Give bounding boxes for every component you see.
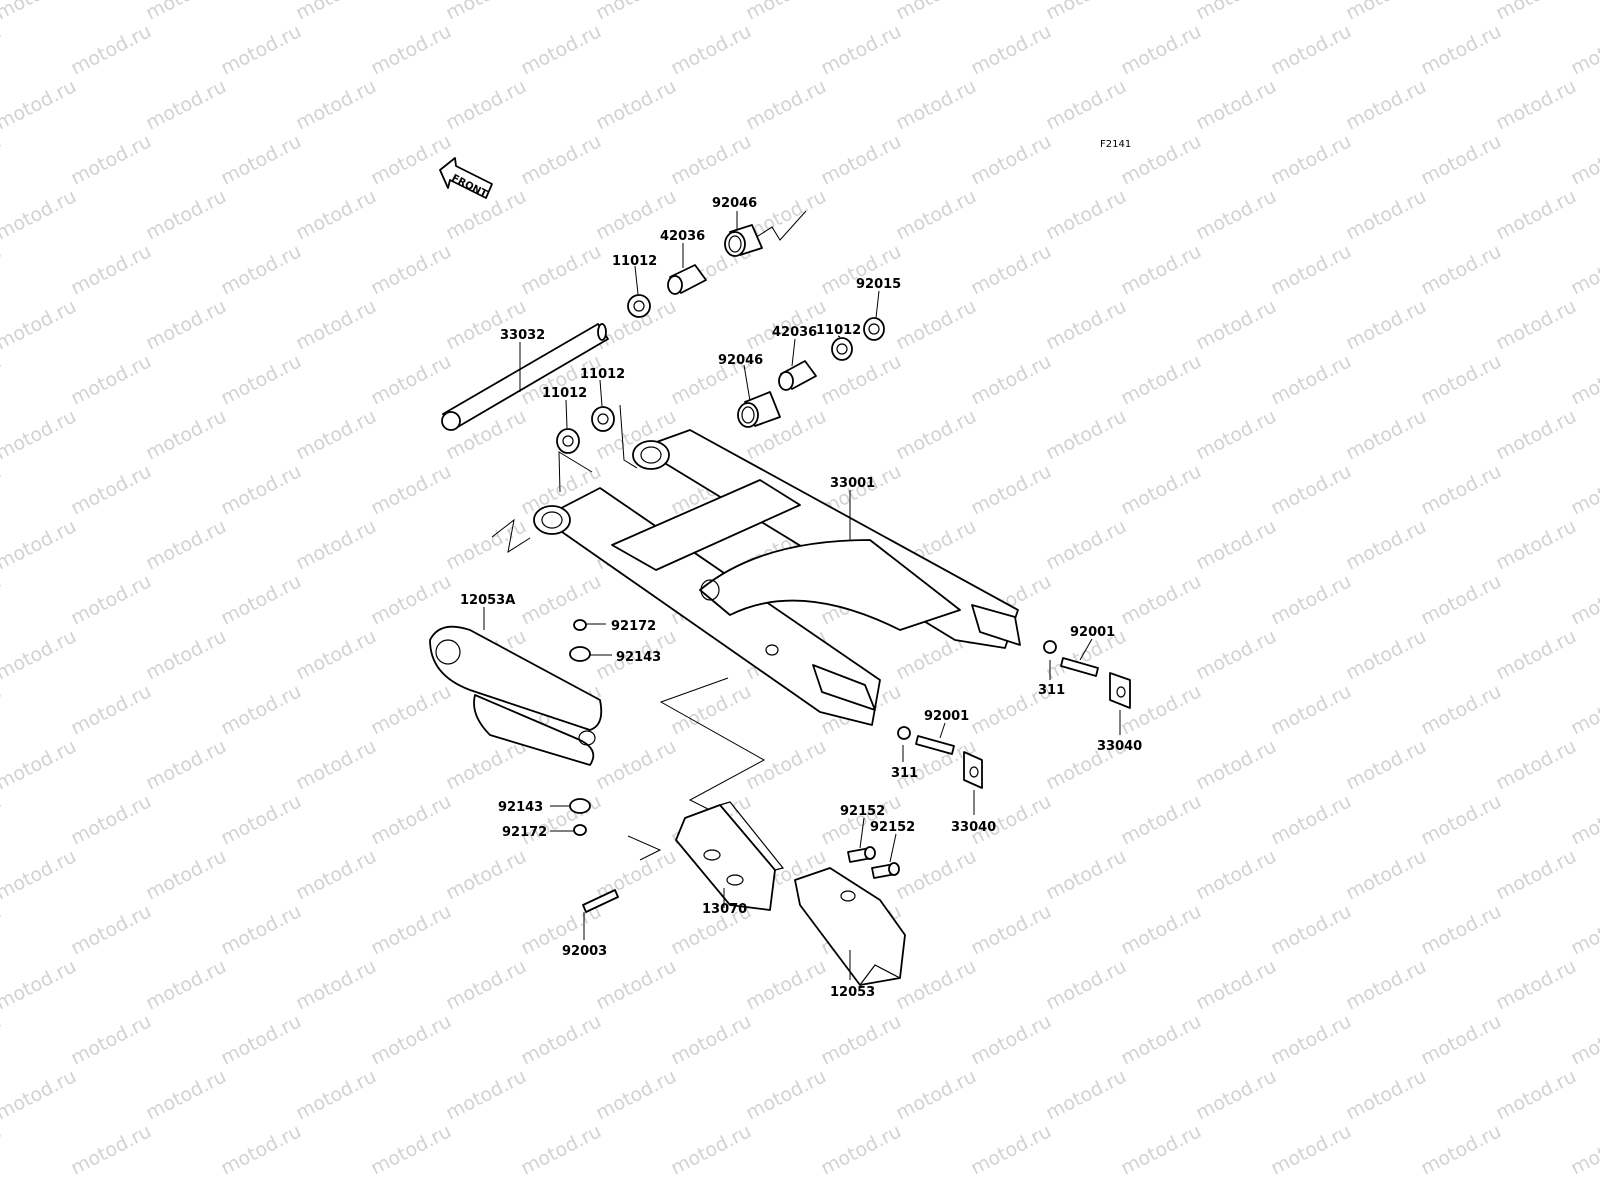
label-33032: 33032 xyxy=(500,328,545,343)
bearing-92046-lower xyxy=(737,391,781,428)
label-92143-lower: 92143 xyxy=(498,800,543,815)
front-arrow-icon: FRONT xyxy=(439,157,493,200)
label-92015: 92015 xyxy=(856,277,901,292)
chain-guide-12053 xyxy=(794,867,906,986)
label-92003: 92003 xyxy=(562,944,607,959)
block-33040-right xyxy=(1109,672,1131,709)
label-42036-right: 42036 xyxy=(772,325,817,340)
block-33040-left xyxy=(963,751,983,789)
collar-92143-upper xyxy=(569,646,591,662)
label-92172-lower: 92172 xyxy=(502,825,547,840)
label-92152-b: 92152 xyxy=(870,820,915,835)
label-92143-upper: 92143 xyxy=(616,650,661,665)
seal-11012-left xyxy=(556,428,580,454)
label-33040-left: 33040 xyxy=(951,820,996,835)
label-11012-left: 11012 xyxy=(542,386,587,401)
label-13070: 13070 xyxy=(702,902,747,917)
label-33001: 33001 xyxy=(830,476,875,491)
label-311-left: 311 xyxy=(891,766,918,781)
label-42036-upper: 42036 xyxy=(660,229,705,244)
label-12053: 12053 xyxy=(830,985,875,1000)
screw-92172-upper xyxy=(573,619,587,631)
pin-92152-b xyxy=(871,862,900,879)
seal-11012-upper xyxy=(627,294,651,318)
bolt-92003 xyxy=(582,889,619,913)
chain-slider-12053A xyxy=(429,625,603,766)
label-92152-a: 92152 xyxy=(840,804,885,819)
label-92172-upper: 92172 xyxy=(611,619,656,634)
bearing-92046-upper xyxy=(724,224,763,257)
label-92046-upper: 92046 xyxy=(712,196,757,211)
collar-42036-right xyxy=(778,360,817,391)
label-11012-upper: 11012 xyxy=(612,254,657,269)
screw-92172-lower xyxy=(573,824,587,836)
label-33040-right: 33040 xyxy=(1097,739,1142,754)
label-311-right: 311 xyxy=(1038,683,1065,698)
leader-lines xyxy=(483,211,1121,980)
nut-92015 xyxy=(863,317,885,341)
label-12053A: 12053A xyxy=(460,593,515,608)
seal-11012-mid xyxy=(591,406,615,432)
chain-guide-13070 xyxy=(675,801,785,911)
bolt-92001-left xyxy=(897,726,955,755)
bolt-92001-right xyxy=(1043,640,1099,677)
label-92001-right: 92001 xyxy=(1070,625,1115,640)
part-labels: 92046 42036 11012 92015 11012 42036 3303… xyxy=(460,196,1142,1000)
collar-92143-lower xyxy=(569,798,591,814)
label-11012-right: 11012 xyxy=(816,323,861,338)
figure-code: F2141 xyxy=(1100,139,1131,150)
label-92046-lower: 92046 xyxy=(718,353,763,368)
collar-42036-upper xyxy=(667,264,707,295)
label-11012-mid: 11012 xyxy=(580,367,625,382)
pin-92152-a xyxy=(847,846,876,863)
swingarm xyxy=(533,429,1021,726)
pivot-shaft xyxy=(441,323,609,431)
label-92001-left: 92001 xyxy=(924,709,969,724)
seal-11012-right xyxy=(831,337,853,361)
